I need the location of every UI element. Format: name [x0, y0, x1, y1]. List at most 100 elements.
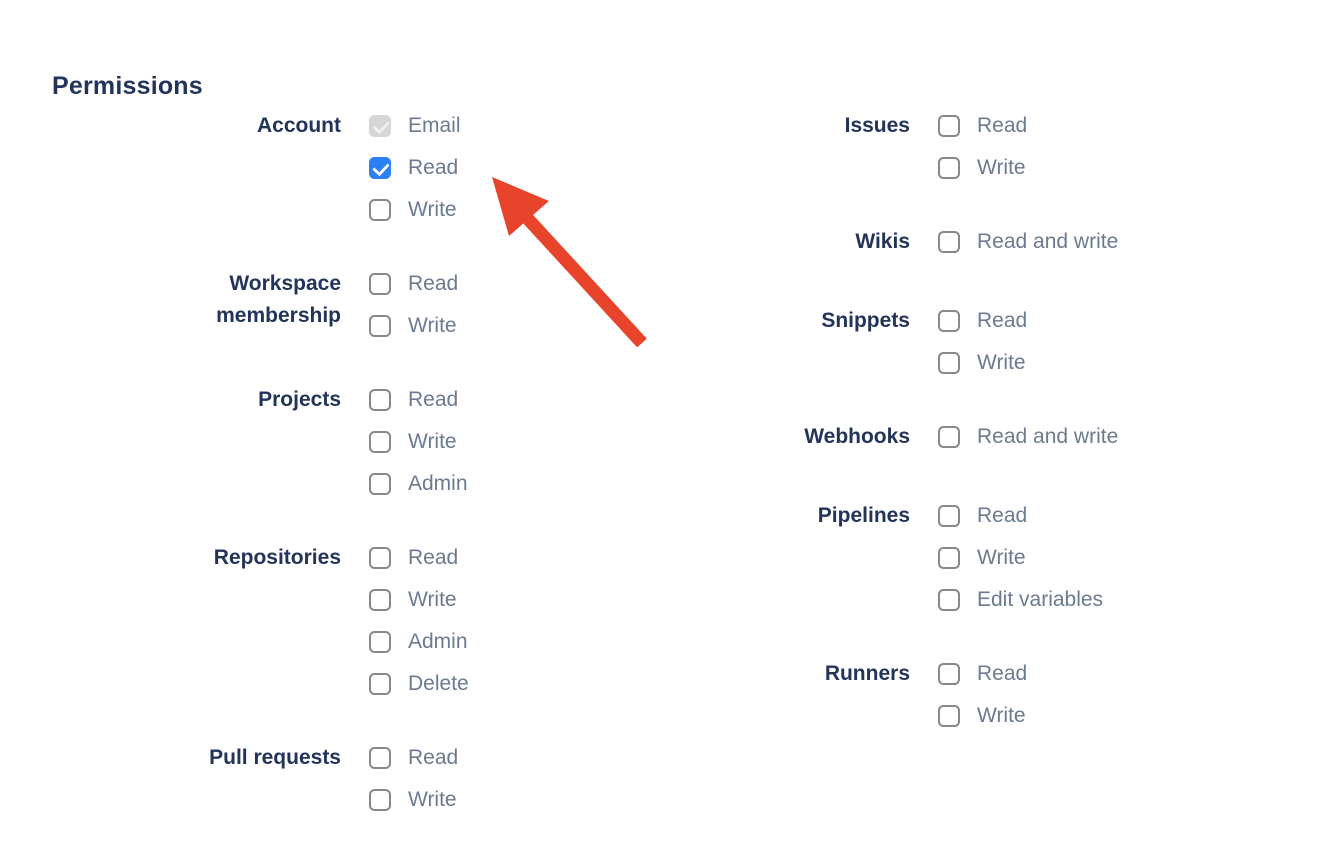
option-row-workspace-membership-write[interactable]: Write	[369, 315, 458, 337]
option-row-projects-read[interactable]: Read	[369, 389, 468, 411]
checkbox-label[interactable]: Edit variables	[977, 588, 1104, 611]
option-row-snippets-write[interactable]: Write	[938, 352, 1027, 374]
checkbox-account-write[interactable]	[369, 199, 391, 221]
permission-group-label: Wikis	[855, 230, 910, 253]
arrow-shaft	[523, 214, 647, 348]
checkbox-pull-requests-write[interactable]	[369, 789, 391, 811]
option-row-repositories-read[interactable]: Read	[369, 547, 469, 569]
checkbox-label[interactable]: Admin	[408, 472, 468, 495]
checkbox-projects-write[interactable]	[369, 431, 391, 453]
option-row-pull-requests-write[interactable]: Write	[369, 789, 458, 811]
option-row-webhooks-read-and-write[interactable]: Read and write	[938, 426, 1118, 448]
permission-group-label: Runners	[824, 662, 910, 685]
permission-group-label: Snippets	[821, 309, 910, 332]
checkbox-pipelines-write[interactable]	[938, 547, 960, 569]
checkbox-workspace-membership-write[interactable]	[369, 315, 391, 337]
checkbox-snippets-write[interactable]	[938, 352, 960, 374]
option-row-snippets-read[interactable]: Read	[938, 310, 1027, 332]
checkbox-pipelines-read[interactable]	[938, 505, 960, 527]
page-title: Permissions	[52, 71, 203, 100]
checkbox-label[interactable]: Write	[408, 788, 457, 811]
option-row-repositories-delete[interactable]: Delete	[369, 673, 469, 695]
option-row-workspace-membership-read[interactable]: Read	[369, 273, 458, 295]
checkbox-label[interactable]: Read	[408, 388, 459, 411]
option-row-account-write[interactable]: Write	[369, 199, 461, 221]
checkbox-pipelines-edit-variables[interactable]	[938, 589, 960, 611]
option-row-account-read[interactable]: Read	[369, 157, 461, 179]
permission-group-label: Pull requests	[209, 746, 341, 769]
checkbox-issues-read[interactable]	[938, 115, 960, 137]
checkbox-label[interactable]: Write	[408, 198, 457, 221]
checkbox-label[interactable]: Read	[408, 546, 459, 569]
option-row-issues-write[interactable]: Write	[938, 157, 1027, 179]
checkbox-label[interactable]: Read	[977, 114, 1028, 137]
checkbox-label[interactable]: Read	[977, 504, 1028, 527]
permission-group-label: Webhooks	[804, 425, 910, 448]
checkbox-label[interactable]: Write	[977, 704, 1026, 727]
checkbox-label[interactable]: Write	[977, 546, 1026, 569]
option-row-account-email: Email	[369, 115, 461, 137]
checkbox-label[interactable]: Read and write	[977, 230, 1119, 253]
checkbox-label: Email	[408, 114, 461, 137]
option-row-pipelines-read[interactable]: Read	[938, 505, 1103, 527]
checkbox-webhooks-read-and-write[interactable]	[938, 426, 960, 448]
checkbox-wikis-read-and-write[interactable]	[938, 231, 960, 253]
checkbox-repositories-read[interactable]	[369, 547, 391, 569]
checkbox-snippets-read[interactable]	[938, 310, 960, 332]
checkbox-label[interactable]: Admin	[408, 630, 468, 653]
checkbox-label[interactable]: Read	[977, 662, 1028, 685]
option-row-issues-read[interactable]: Read	[938, 115, 1027, 137]
checkbox-issues-write[interactable]	[938, 157, 960, 179]
checkbox-workspace-membership-read[interactable]	[369, 273, 391, 295]
checkbox-label[interactable]: Write	[408, 588, 457, 611]
checkbox-label[interactable]: Write	[977, 156, 1026, 179]
option-row-projects-write[interactable]: Write	[369, 431, 468, 453]
checkbox-runners-read[interactable]	[938, 663, 960, 685]
checkbox-label[interactable]: Read	[408, 272, 459, 295]
option-row-projects-admin[interactable]: Admin	[369, 473, 468, 495]
checkbox-repositories-write[interactable]	[369, 589, 391, 611]
arrow-head-icon	[492, 177, 549, 236]
permission-group-label: Repositories	[213, 546, 341, 569]
checkbox-label[interactable]: Read	[408, 746, 459, 769]
option-row-runners-read[interactable]: Read	[938, 663, 1027, 685]
checkbox-account-email	[369, 115, 391, 137]
checkbox-label[interactable]: Write	[408, 430, 457, 453]
option-row-pull-requests-read[interactable]: Read	[369, 747, 458, 769]
option-row-repositories-write[interactable]: Write	[369, 589, 469, 611]
checkbox-label[interactable]: Read	[977, 309, 1028, 332]
checkbox-projects-admin[interactable]	[369, 473, 391, 495]
checkbox-pull-requests-read[interactable]	[369, 747, 391, 769]
checkbox-projects-read[interactable]	[369, 389, 391, 411]
checkbox-runners-write[interactable]	[938, 705, 960, 727]
checkbox-label[interactable]: Write	[408, 314, 457, 337]
option-row-pipelines-edit-variables[interactable]: Edit variables	[938, 589, 1103, 611]
checkbox-label[interactable]: Read	[408, 156, 459, 179]
checkbox-repositories-admin[interactable]	[369, 631, 391, 653]
option-row-pipelines-write[interactable]: Write	[938, 547, 1103, 569]
checkbox-repositories-delete[interactable]	[369, 673, 391, 695]
checkbox-label[interactable]: Delete	[408, 672, 469, 695]
permission-group-label: Pipelines	[817, 504, 910, 527]
checkbox-label[interactable]: Read and write	[977, 425, 1119, 448]
option-row-repositories-admin[interactable]: Admin	[369, 631, 469, 653]
option-row-wikis-read-and-write[interactable]: Read and write	[938, 231, 1118, 253]
permission-group-wikis: Wikis Read and write	[735, 230, 1118, 258]
option-row-runners-write[interactable]: Write	[938, 705, 1027, 727]
checkbox-account-read[interactable]	[369, 157, 391, 179]
checkbox-label[interactable]: Write	[977, 351, 1026, 374]
